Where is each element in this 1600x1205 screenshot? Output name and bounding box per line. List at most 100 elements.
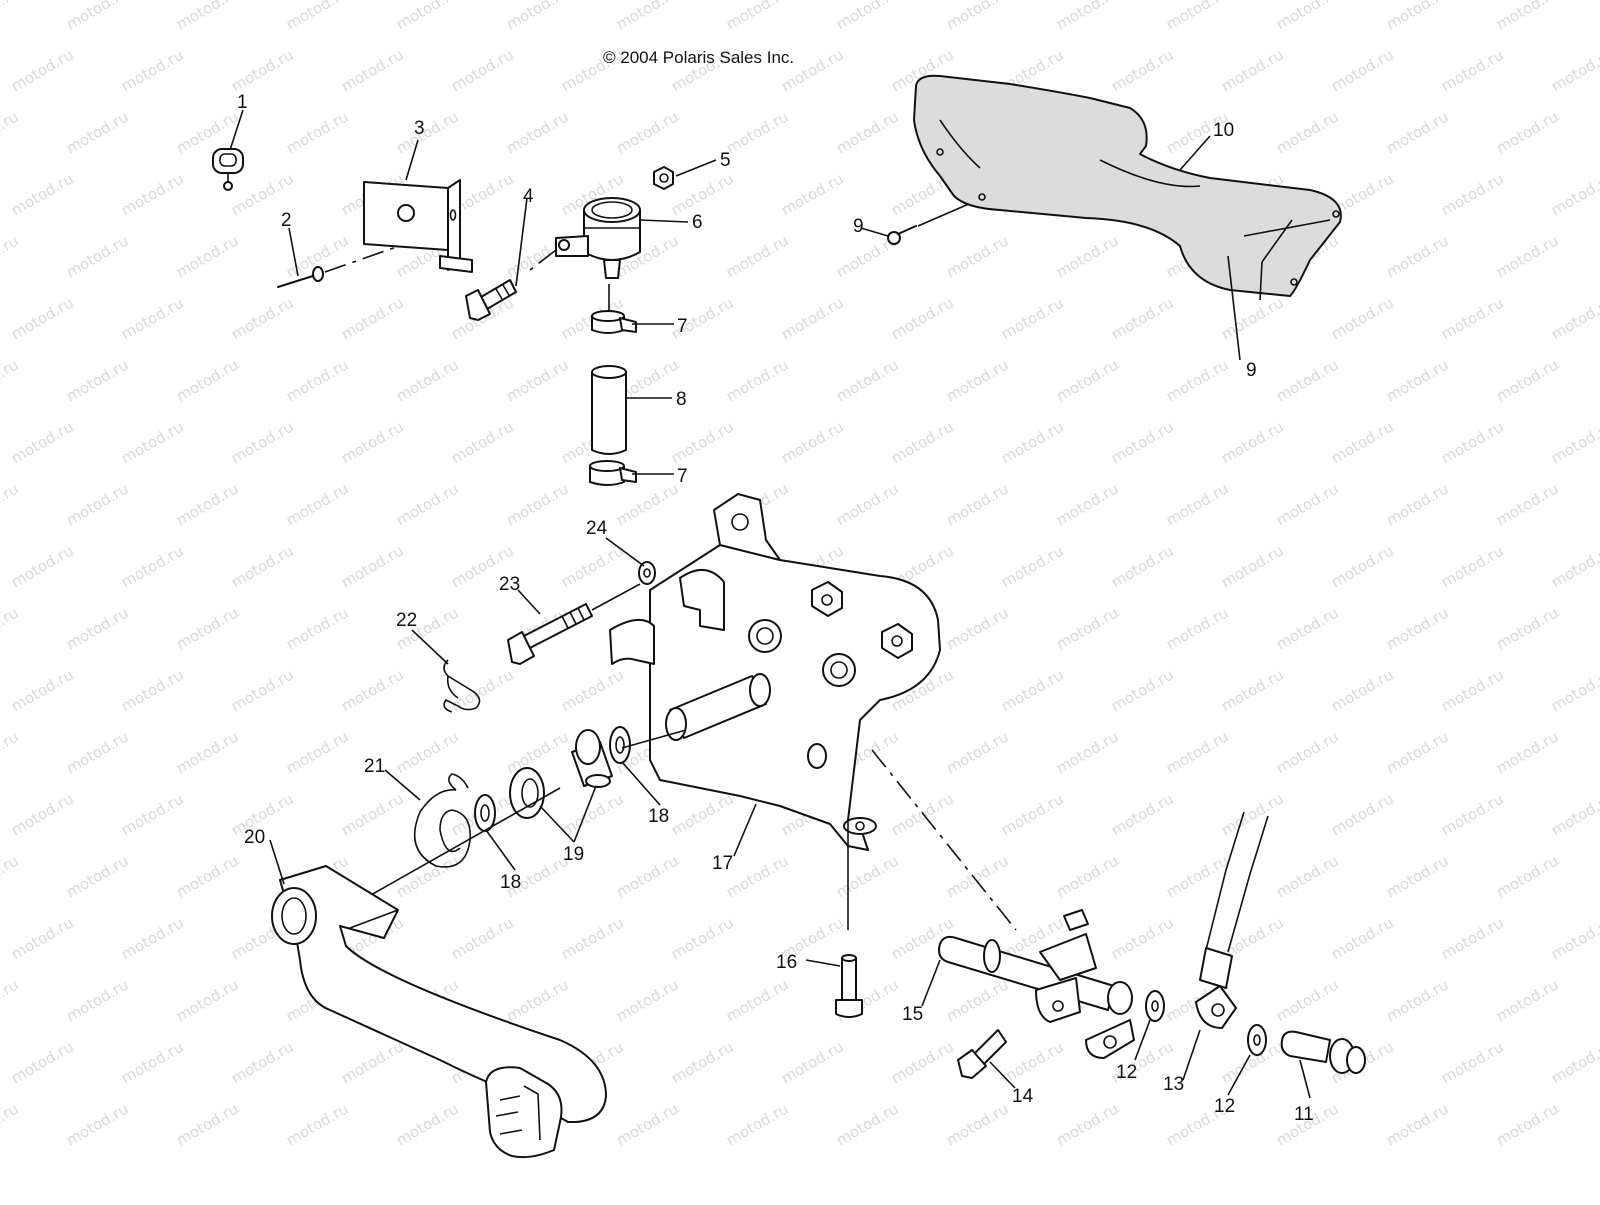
watermark-text: motod.ru (448, 665, 517, 715)
watermark-text: motod.ru (1383, 975, 1452, 1025)
leader-lines (229, 109, 1311, 1099)
part-19-bushing-left (509, 767, 545, 819)
watermark-text: motod.ru (888, 789, 957, 839)
watermark-text: motod.ru (558, 665, 627, 715)
watermark-text: motod.ru (888, 293, 957, 343)
watermark-text: motod.ru (1108, 913, 1177, 963)
watermark-text: motod.ru (173, 851, 242, 901)
watermark-text: motod.ru (1493, 1099, 1562, 1149)
callout-5: 5 (720, 150, 731, 171)
part-7-clamp-lower (589, 460, 637, 486)
watermark-text: motod.ru (1438, 665, 1507, 715)
watermark-text: motod.ru (283, 355, 352, 405)
watermark-text: motod.ru (1328, 45, 1397, 95)
watermark-text: motod.ru (833, 355, 902, 405)
watermark-text: motod.ru (723, 851, 792, 901)
watermark-text: motod.ru (998, 665, 1067, 715)
watermark-text: motod.ru (283, 107, 352, 157)
watermark-text: motod.ru (503, 727, 572, 777)
watermark-text: motod.ru (503, 355, 572, 405)
watermark-text: motod.ru (173, 479, 242, 529)
watermark-text: motod.ru (338, 417, 407, 467)
watermark-text: motod.ru (1108, 45, 1177, 95)
watermark-text: motod.ru (668, 417, 737, 467)
watermark-text: motod.ru (228, 293, 297, 343)
callout-20: 20 (244, 827, 265, 848)
watermark-text: motod.ru (63, 851, 132, 901)
watermark-text: motod.ru (8, 45, 77, 95)
watermark-text: motod.ru (1053, 603, 1122, 653)
watermark-text: motod.ru (1438, 541, 1507, 591)
callout-7-lower: 7 (677, 466, 688, 487)
part-18-washer-right (609, 726, 631, 764)
part-7-clamp-upper (591, 310, 637, 334)
part-1-clip (212, 148, 244, 191)
watermark-text: motod.ru (63, 355, 132, 405)
watermark-text: motod.ru (393, 479, 462, 529)
watermark-text: motod.ru (1218, 541, 1287, 591)
watermark-text: motod.ru (338, 293, 407, 343)
watermark-text: motod.ru (1383, 851, 1452, 901)
watermark-text: motod.ru (173, 727, 242, 777)
watermark-text: motod.ru (1493, 975, 1562, 1025)
watermark-text: motod.ru (943, 479, 1012, 529)
watermark-text: motod.ru (1328, 665, 1397, 715)
watermark-text: motod.ru (1383, 1099, 1452, 1149)
watermark-text: motod.ru (0, 355, 22, 405)
part-23-bolt (507, 583, 641, 665)
watermark-text: motod.ru (1163, 851, 1232, 901)
watermark-text: motod.ru (1273, 0, 1342, 33)
watermark-text: motod.ru (8, 913, 77, 963)
watermark-text: motod.ru (1053, 851, 1122, 901)
watermark-text: motod.ru (0, 1099, 22, 1149)
watermark-text: motod.ru (338, 665, 407, 715)
watermark-text: motod.ru (118, 665, 187, 715)
part-12-washer-left (1145, 990, 1165, 1022)
callout-23: 23 (499, 574, 520, 595)
watermark-text: motod.ru (283, 479, 352, 529)
callout-4: 4 (523, 186, 534, 207)
watermark-text: motod.ru (1493, 0, 1562, 33)
watermark-text: motod.ru (1548, 417, 1600, 467)
watermark-text: motod.ru (613, 851, 682, 901)
part-6-reservoir (529, 197, 641, 279)
watermark-text: motod.ru (778, 169, 847, 219)
watermark-text: motod.ru (1383, 0, 1452, 33)
watermark-text: motod.ru (668, 1037, 737, 1087)
part-pivot-shaft (621, 673, 771, 749)
watermark-text: motod.ru (1438, 913, 1507, 963)
watermark-text: motod.ru (283, 603, 352, 653)
watermark-text: motod.ru (778, 417, 847, 467)
watermark-text: motod.ru (943, 851, 1012, 901)
part-14-bolt (957, 1029, 1007, 1079)
watermark-text: motod.ru (1273, 355, 1342, 405)
watermark-text: motod.ru (613, 1099, 682, 1149)
watermark-text: motod.ru (723, 231, 792, 281)
watermark-text: motod.ru (998, 789, 1067, 839)
part-16-bolt (835, 954, 863, 1018)
watermark-text: motod.ru (833, 479, 902, 529)
part-2-pin (277, 244, 403, 288)
watermark-text: motod.ru (1273, 479, 1342, 529)
callout-9-lower: 9 (1246, 360, 1257, 381)
watermark-text: motod.ru (943, 603, 1012, 653)
watermark-text: motod.ru (943, 355, 1012, 405)
watermark-text: motod.ru (998, 541, 1067, 591)
watermark-text: motod.ru (448, 913, 517, 963)
watermark-text: motod.ru (1548, 541, 1600, 591)
watermark-text: motod.ru (1438, 789, 1507, 839)
watermark-text: motod.ru (1218, 417, 1287, 467)
copyright-notice: © 2004 Polaris Sales Inc. (603, 48, 795, 67)
watermark-text: motod.ru (1053, 231, 1122, 281)
watermark-text: motod.ru (63, 231, 132, 281)
callout-22: 22 (396, 610, 417, 631)
watermark-text: motod.ru (613, 479, 682, 529)
watermark-text: motod.ru (943, 727, 1012, 777)
watermark-text: motod.ru (1548, 169, 1600, 219)
watermark-text: motod.ru (1493, 231, 1562, 281)
watermark-text: motod.ru (1493, 479, 1562, 529)
watermark-text: motod.ru (1053, 1099, 1122, 1149)
callout-21: 21 (364, 756, 385, 777)
watermark-text: motod.ru (0, 231, 22, 281)
part-3-bracket (363, 179, 473, 273)
